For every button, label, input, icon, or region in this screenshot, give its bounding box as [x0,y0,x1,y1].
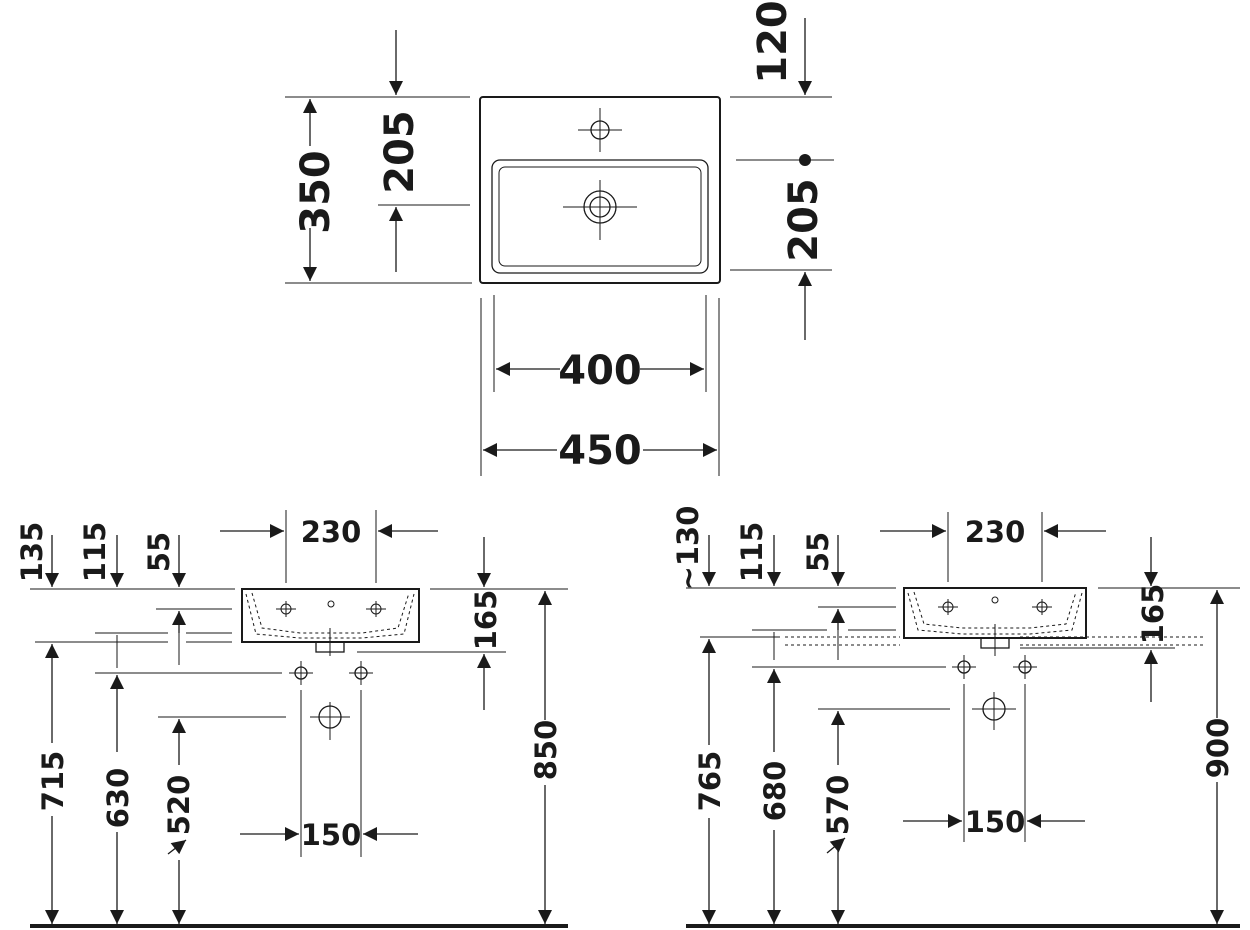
dim-top-offset: ~130 [671,506,705,591]
basin-top-outline [479,96,721,284]
dim-overall-depth: 350 [293,150,339,234]
tap-hole-symbol [1032,599,1052,615]
basin-front-outline [241,588,420,643]
dim-tap-to-bowl: 205 [377,110,423,194]
waste-connection-symbol [972,692,1016,730]
bowl-inner-outline [498,166,702,267]
waste-connection-symbol [310,702,350,740]
overflow-hole [327,600,335,608]
dim-tap-spacing: 230 [965,515,1026,549]
dim-overflow-offset: 115 [735,522,769,583]
tap-hole-symbol [578,108,622,152]
tap-hole-symbol [938,599,958,615]
dim-floor-to-waste: 520 [162,775,196,836]
supply-connection-symbol [952,655,976,679]
supply-connection-symbol [349,661,373,685]
dim-overall-width: 450 [558,428,642,474]
dim-tap-to-front: 205 [781,178,827,262]
dim-overflow-offset: 115 [78,522,112,583]
dim-waste-offset: 55 [142,532,176,572]
dim-bowl-width: 400 [558,348,642,394]
top-view: 350 205 120 205 400 450 [285,0,834,476]
dim-waste-offset: 55 [801,532,835,572]
supply-connection-symbol [1013,655,1037,679]
basin-front-outline [903,587,1087,639]
front-view-left: 230 135 115 55 165 715 630 520 150 [15,510,568,928]
reference-dot [799,154,811,166]
dim-floor-to-bottom: 765 [693,751,727,812]
front-view-right: 230 ~130 115 55 165 765 680 570 150 [671,506,1240,928]
overflow-hole [991,596,999,604]
dim-tap-spacing: 230 [301,515,362,549]
drain-symbol [563,180,637,240]
dim-floor-to-rim: 850 [529,720,563,781]
dim-floor-to-supply: 630 [101,768,135,829]
dim-floor-to-supply: 680 [758,761,792,822]
dim-floor-to-waste: 570 [821,775,855,836]
tap-hole-symbol [366,601,386,617]
dim-depth: 165 [469,590,503,651]
dim-floor-to-rim: 900 [1201,718,1235,779]
dim-supply-spacing: 150 [965,805,1026,839]
dim-depth: 165 [1136,584,1170,645]
dim-top-offset: 135 [15,522,49,583]
dim-floor-to-bottom: 715 [36,751,70,812]
leader-arrow [826,837,846,854]
tap-hole-symbol [276,601,296,617]
leader-arrow [167,839,187,855]
supply-connection-symbol [289,661,313,685]
dim-supply-spacing: 150 [301,818,362,852]
dim-top-to-tap: 120 [750,0,796,84]
